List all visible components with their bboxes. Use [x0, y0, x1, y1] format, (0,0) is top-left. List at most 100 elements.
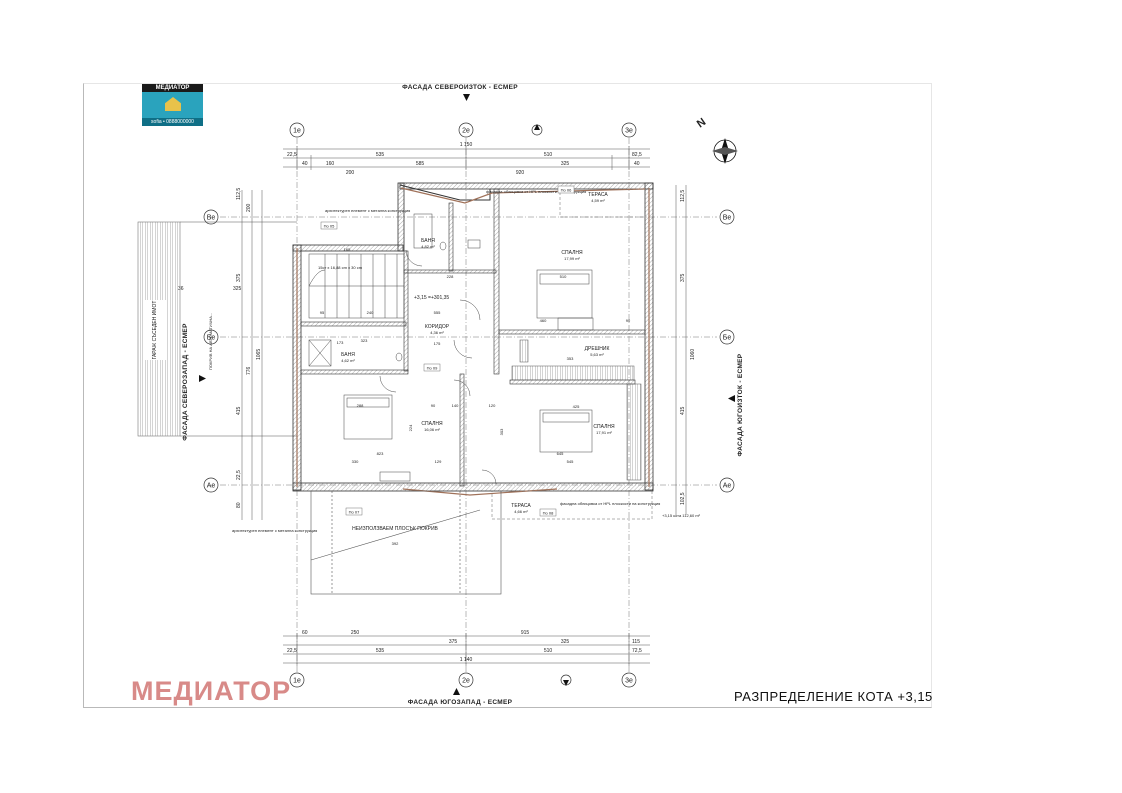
rd-low-8: 545	[567, 459, 574, 464]
dim-bottom-4: 325	[561, 639, 570, 645]
dim-bottom-total: 1 140	[460, 657, 473, 663]
dim-left-5: 36	[178, 286, 184, 292]
dim-bottom-total2: 915	[521, 630, 530, 636]
tag-3: По 07	[349, 510, 360, 515]
rd-low-10: 224	[408, 424, 413, 431]
dim-top-2: 535	[376, 152, 385, 158]
rd-top-2: 510	[560, 274, 567, 279]
dim-bottom-6: 22,5	[287, 648, 297, 654]
axis-row-v-right: Ве	[723, 215, 732, 222]
bedroom2-area: 16,06 m²	[424, 427, 440, 432]
rd-low-11: 303	[499, 428, 504, 435]
dim-top-11: 200	[346, 170, 355, 176]
dim-top-9: 325	[561, 161, 570, 167]
arch-element-top-note: архитектурен елемент с метална конструкц…	[325, 208, 410, 213]
logo-bottom-text: sofia • 0888000000	[151, 119, 194, 125]
dim-left-10: 80	[236, 502, 242, 508]
rd-low-7: 645	[557, 451, 564, 456]
roof-area: 392	[392, 541, 399, 546]
facade-south-marker	[453, 688, 460, 695]
section-markers	[531, 124, 572, 686]
bath2-area: 4,62 m²	[341, 358, 355, 363]
axis-bubbles: 1е 2е 3е 1е 2е 3е Ве Бе Ае Ве Бе Ае	[203, 122, 735, 688]
roof-name: НЕИЗПОЛЗВАЕМ ПЛОСЪК ПОКРИВ	[352, 526, 438, 532]
arch-element-bottom-note: архитектурен елемент с метална конструкц…	[232, 528, 317, 533]
drawing-sheet	[83, 83, 932, 708]
rd-top-6: 95	[320, 310, 325, 315]
tag-4: По 08	[543, 511, 554, 516]
rd-top-5: 555	[434, 310, 441, 315]
dim-left-2: 200	[246, 203, 252, 212]
bed-2	[343, 394, 393, 440]
axis-row-a-right: Ае	[723, 483, 732, 490]
right-dimension-lines	[675, 185, 687, 515]
rd-mid-2: 323	[361, 338, 368, 343]
terrace2-area: 4,66 m²	[514, 509, 528, 514]
dim-left-9: 415	[236, 406, 242, 415]
dim-top-12: 920	[516, 170, 525, 176]
left-dimension-lines	[241, 190, 263, 520]
axis-col-2-top: 2е	[462, 128, 470, 135]
dim-top-10: 40	[634, 161, 640, 167]
rd-mid-5: 90	[626, 318, 631, 323]
rd-low-5: 330	[352, 459, 359, 464]
bedroom1-area: 17,99 m²	[564, 256, 580, 261]
watermark-brand: МЕДИАТОР	[131, 676, 292, 706]
doors	[379, 249, 497, 485]
facade-east-marker	[728, 395, 735, 402]
axis-col-3-bottom: 3е	[625, 678, 633, 685]
door-window-tags: По 05 По 06 По 07 По 08 По 09	[320, 185, 575, 517]
sheet-title: РАЗПРЕДЕЛЕНИЕ КОТА +3,15	[734, 689, 933, 704]
furniture	[308, 213, 594, 482]
rd-top-3: 165	[344, 247, 351, 252]
staircase	[308, 253, 405, 319]
rd-mid-4: 460	[540, 318, 547, 323]
bedroom-closet	[626, 383, 642, 481]
top-dimension-lines	[283, 146, 650, 170]
terrace1-area: 4,59 m²	[591, 198, 605, 203]
terrace-top	[559, 188, 646, 218]
bedroom2-name: СПАЛНЯ	[421, 421, 443, 427]
dim-right-3: 1060	[690, 349, 696, 360]
bedroom3-name: СПАЛНЯ	[593, 424, 615, 430]
corridor-name: КОРИДОР	[425, 324, 450, 330]
dim-bottom-2: 250	[351, 630, 360, 636]
wardrobe-name: ДРЕШНИК	[585, 346, 610, 352]
axis-row-v-left: Ве	[207, 215, 216, 222]
rd-mid-3: 175	[434, 341, 441, 346]
bathtub-1	[413, 213, 433, 249]
axis-row-b-left: Бе	[207, 335, 216, 342]
facade-east-label: ФАСАДА ЮГОИЗТОК - ЕСМЕР	[737, 353, 744, 456]
shower-2	[308, 339, 332, 367]
rd-low-2: 90	[431, 403, 436, 408]
axis-col-2-bottom: 2е	[462, 678, 470, 685]
dim-top-4: 510	[544, 152, 553, 158]
wardrobe-closet	[511, 365, 635, 381]
facade-north-marker	[463, 94, 470, 101]
dim-left-6: 325	[233, 286, 242, 292]
agency-logo: МЕДИАТОР sofia • 0888000000	[142, 84, 203, 126]
rd-mid-6: 353	[567, 356, 574, 361]
roof-left-note: ПОКРИВ НА АВТОМАТИЧНА...	[208, 313, 213, 370]
dim-right-2: 375	[680, 273, 686, 282]
bath1-area: 4,82 m²	[421, 244, 435, 249]
bedroom3-area: 17,91 m²	[596, 430, 612, 435]
axis-col-3-top: 3е	[625, 128, 633, 135]
interior-walls	[300, 188, 646, 487]
bedroom1-name: СПАЛНЯ	[561, 250, 583, 256]
rd-low-1: 288	[357, 403, 364, 408]
bath1-name: БАНЯ	[421, 238, 435, 244]
cladding-outline	[296, 187, 650, 496]
rd-mid-1: 173	[337, 340, 344, 345]
tag-1: По 05	[324, 224, 335, 229]
dim-bottom-1: 60	[302, 630, 308, 636]
dim-bottom-8: 510	[544, 648, 553, 654]
stair-spec: 15ст х 16,88 cm х 30 cm	[318, 265, 363, 270]
axis-col-1-top: 1е	[293, 128, 301, 135]
dim-left-3: 375	[236, 273, 242, 282]
tag-5: По 09	[427, 366, 438, 371]
terrace-bottom	[491, 490, 653, 520]
rd-top-4: 240	[367, 310, 374, 315]
facade-north-label: ФАСАДА СЕВЕРОИЗТОК - ЕСМЕР	[402, 84, 518, 91]
